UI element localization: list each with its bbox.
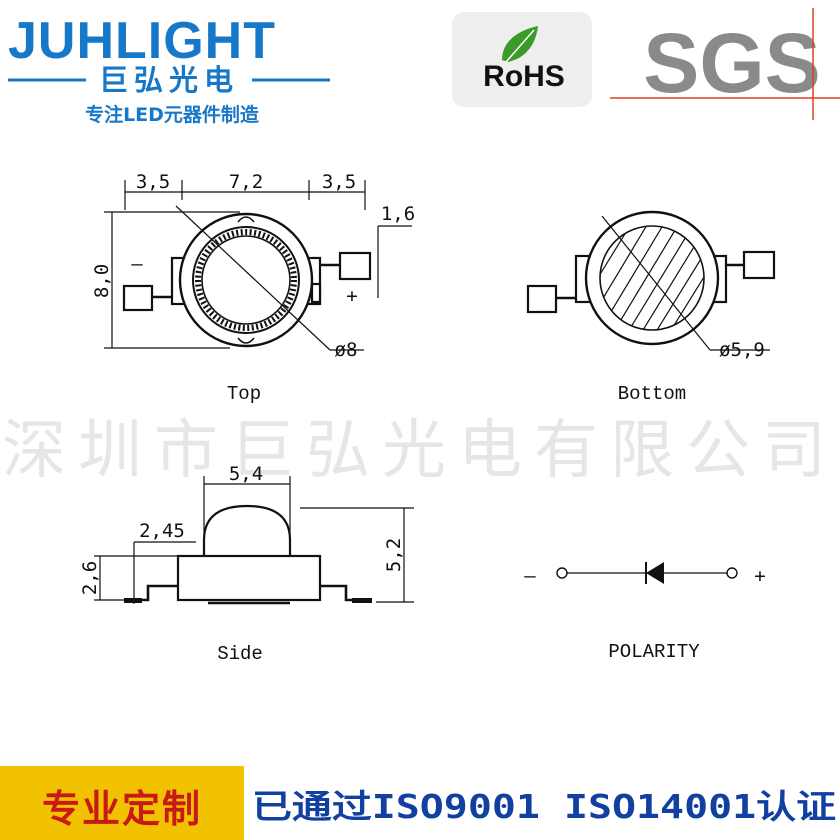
custom-badge: [0, 766, 244, 840]
top-dim-lead: 1,6: [381, 203, 415, 225]
bottom-view: ø5,9 Bottom: [526, 210, 776, 405]
certification-text: 已通过ISO9001 ISO14001认证: [252, 787, 836, 826]
bottom-caption: Bottom: [618, 383, 686, 405]
brand-name: JUHLIGHT: [8, 12, 276, 70]
rohs-badge: RoHS: [452, 12, 592, 107]
polarity-minus: –: [524, 565, 536, 587]
custom-badge-text: 专业定制: [42, 787, 202, 831]
top-dim-right: 3,5: [322, 171, 356, 193]
rohs-badge-bg: [452, 12, 592, 107]
top-lead-minus: [122, 284, 154, 312]
top-view: 3,5 7,2 3,5 8,0 1,6 ø8 – +: [91, 171, 415, 405]
bottom-lead-left: [526, 284, 558, 314]
top-caption: Top: [227, 383, 261, 405]
polarity-diagram: – + POLARITY: [524, 562, 766, 663]
top-lens: [201, 235, 291, 325]
brand-logo: JUHLIGHT 巨弘光电 专注LED元器件制造: [8, 12, 330, 126]
side-dim-base: 2,45: [139, 520, 185, 542]
side-lead-left: [124, 584, 178, 602]
polarity-caption: POLARITY: [608, 641, 700, 663]
footer: 专业定制 已通过ISO9001 ISO14001认证: [0, 766, 836, 840]
top-plus-sign: +: [346, 285, 357, 307]
sgs-label: SGS: [643, 16, 820, 110]
polarity-terminal-right: [726, 567, 738, 579]
side-dim-body: 2,6: [79, 561, 101, 595]
side-lens-dome: [202, 504, 292, 556]
polarity-terminal-left: [556, 567, 568, 579]
brand-tagline: 专注LED元器件制造: [85, 103, 260, 126]
side-lead-right: [320, 584, 372, 602]
sgs-logo: SGS: [610, 8, 840, 120]
top-lead-plus: [338, 251, 372, 281]
brand-cn: 巨弘光电: [99, 63, 239, 97]
side-caption: Side: [217, 643, 263, 665]
top-dim-height: 8,0: [91, 264, 113, 298]
side-dim-lens: 5,4: [229, 463, 263, 485]
company-watermark: 深圳市巨弘光电有限公司: [2, 414, 838, 488]
bottom-lead-right: [742, 250, 776, 280]
polarity-plus: +: [754, 565, 765, 587]
top-minus-sign: –: [131, 253, 143, 275]
bottom-dim-diameter: ø5,9: [719, 339, 765, 361]
diode-symbol-icon: [646, 562, 664, 584]
rohs-label: RoHS: [483, 60, 565, 93]
top-dim-left: 3,5: [136, 171, 170, 193]
side-dim-total: 5,2: [383, 538, 405, 572]
top-dim-middle: 7,2: [229, 171, 263, 193]
side-body: [176, 554, 322, 602]
side-view: 5,4 2,45 2,6 5,2 Side: [79, 463, 414, 665]
top-dim-diameter: ø8: [335, 339, 358, 361]
